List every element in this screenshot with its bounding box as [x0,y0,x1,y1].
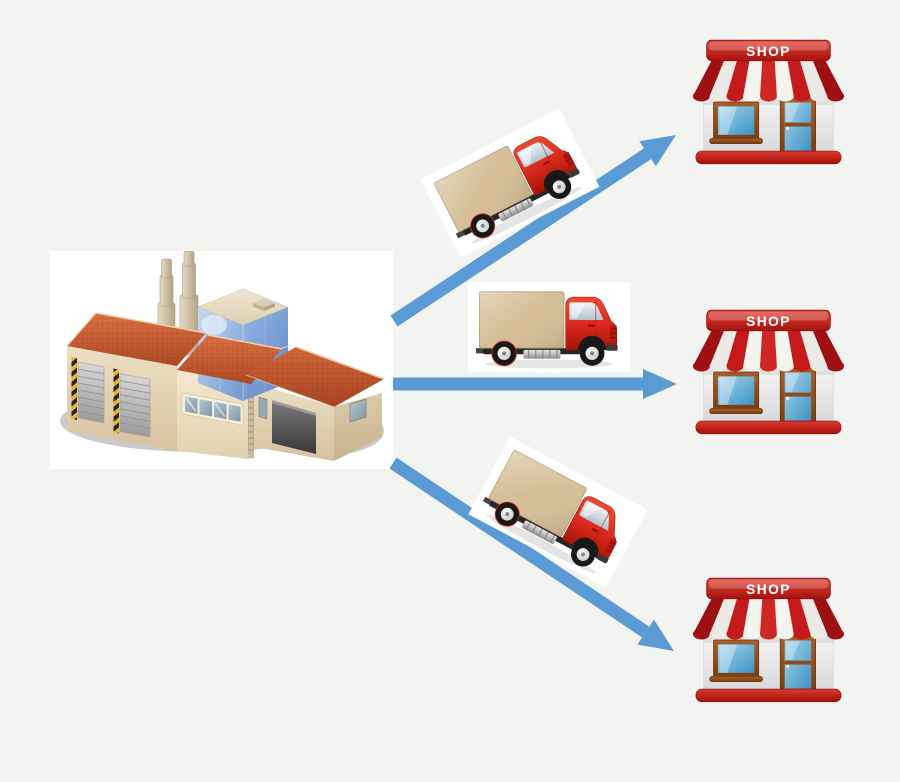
shop-awning [692,594,845,640]
factory-backdrop [50,251,393,469]
truck-backdrop-top [420,108,600,258]
window-sill [709,676,763,682]
truck-bumper [606,344,618,351]
truck-door-handle [587,324,595,327]
shop-middle: SHOP [690,305,847,439]
arrowhead [639,135,676,167]
shop-sign: SHOP [706,577,831,600]
shop-door [779,367,816,426]
arrowhead [637,619,674,651]
shop-top: SHOP [690,35,847,169]
window-sill [709,408,763,414]
truck-to-top-shop-icon [434,136,582,244]
factory-garage-opening [272,403,316,454]
truck-to-bottom-shop-icon [482,449,617,574]
truck-backdrop-bottom [468,436,648,588]
factory-window-strip [181,392,244,426]
shop-window [709,101,763,144]
shop-top-icon: SHOP [692,39,845,165]
shop-window [709,639,763,682]
hazard-post [71,356,77,420]
shop-middle-icon: SHOP [692,309,845,435]
door-handle [785,126,790,131]
shop-sign: SHOP [706,309,831,332]
arrow-to-middle-shop [393,369,677,399]
truck-backdrop-middle [468,282,630,372]
garage-door [119,373,151,438]
shop-window [709,371,763,414]
shop-base [695,150,842,165]
factory-side-window [349,398,367,423]
truck-front-wheel [579,341,605,366]
truck-rear-wheel [491,340,517,367]
shop-sign-label: SHOP [746,582,791,597]
hazard-post [113,368,119,434]
shop-bottom: SHOP [690,573,847,707]
door-handle [785,396,790,401]
shop-door [779,97,816,156]
factory-garage-details [71,356,151,438]
shop-bottom-icon: SHOP [692,577,845,703]
shop-sign-label: SHOP [746,314,791,329]
truck-to-middle-shop-icon [475,291,618,369]
arrowhead [643,369,677,399]
shop-awning [692,326,845,372]
factory-side-wall [334,393,382,461]
factory-slit-window [258,396,268,420]
shop-door [779,635,816,694]
shop-awning [692,56,845,102]
shop-sign-label: SHOP [746,44,791,59]
factory-roofs [66,312,385,408]
door-handle [785,664,790,669]
window-sill [709,138,763,144]
shop-sign: SHOP [706,39,831,62]
shop-base [695,688,842,703]
factory-illustration [60,251,385,461]
shop-base [695,420,842,435]
